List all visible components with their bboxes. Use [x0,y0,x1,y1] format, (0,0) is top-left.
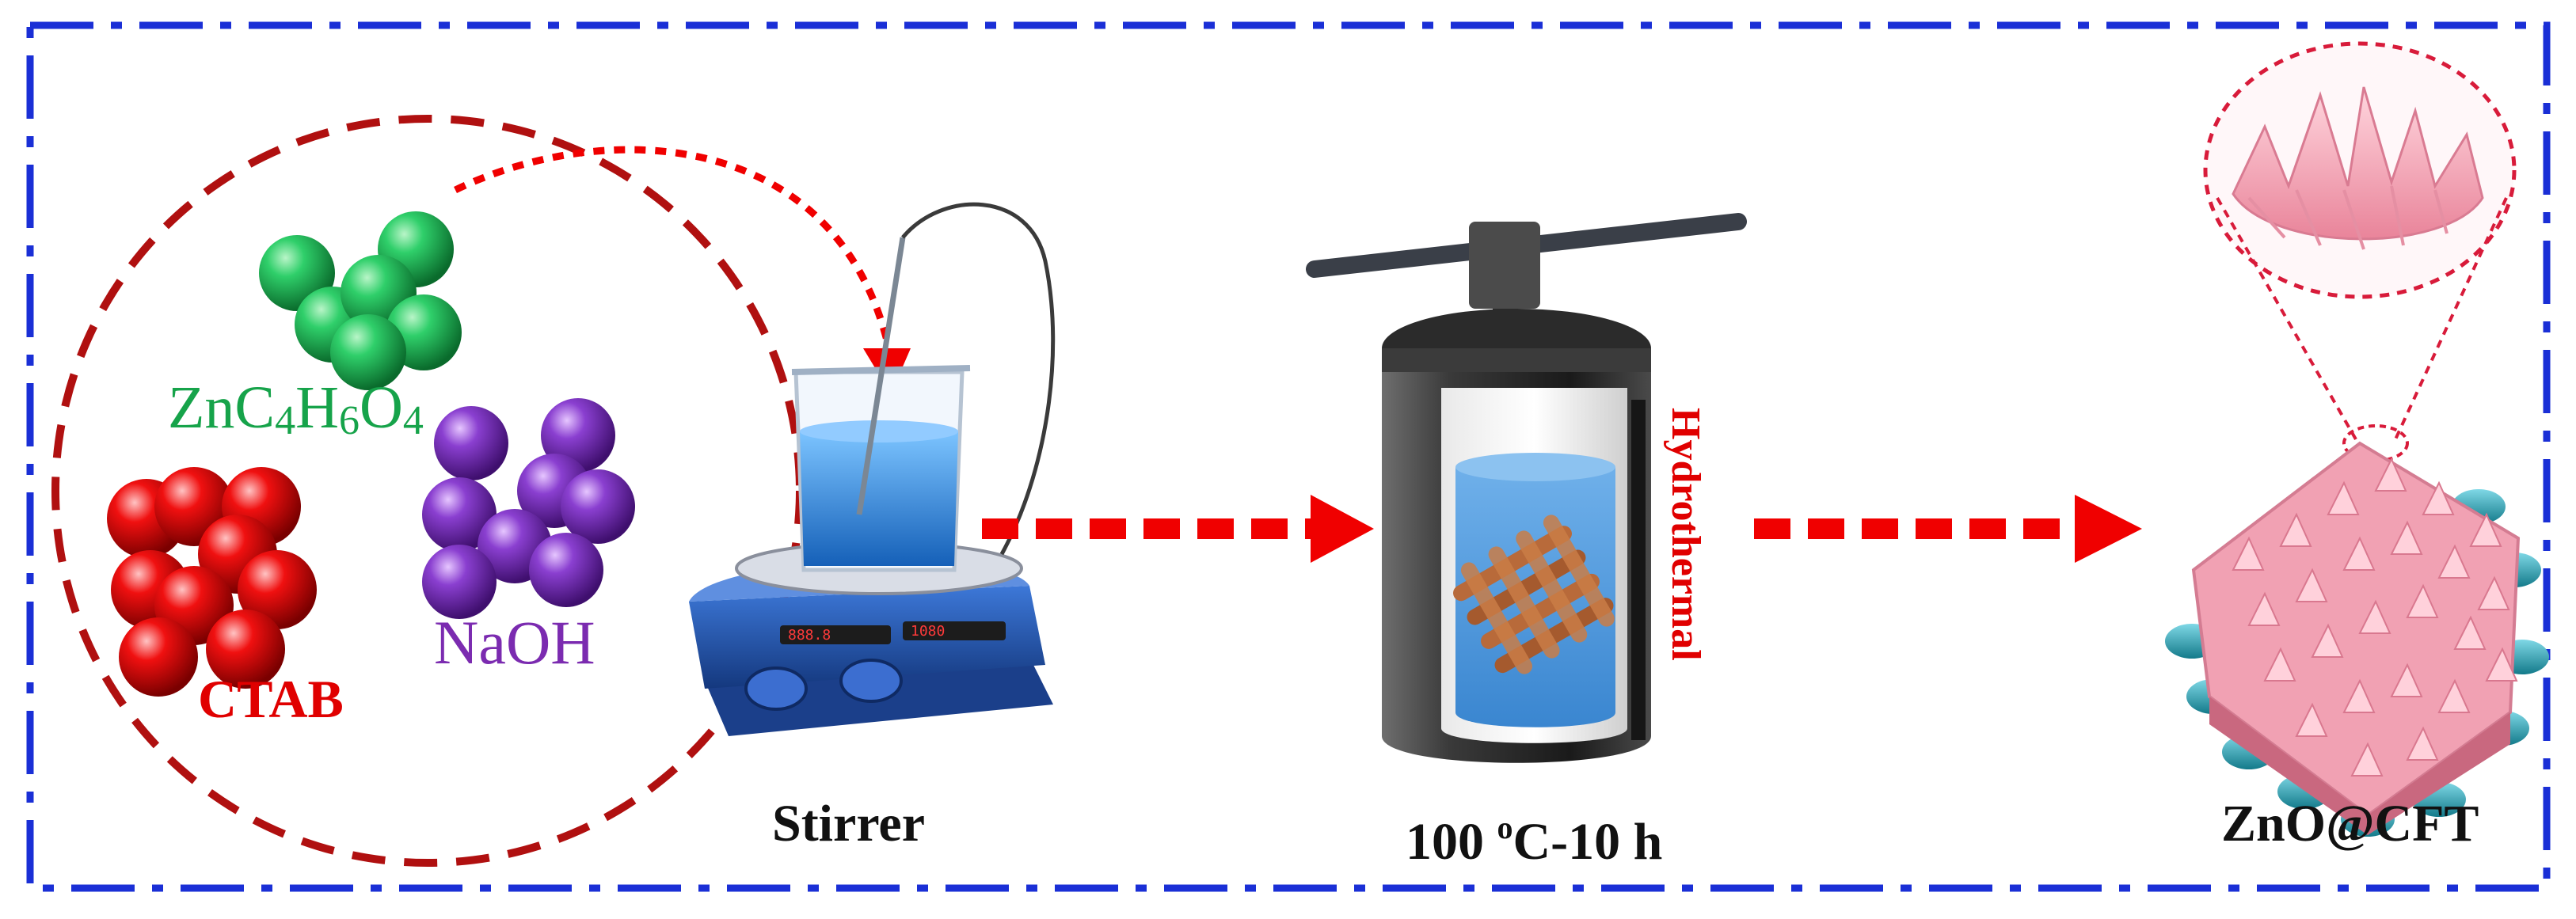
outer-frame [26,21,2551,892]
stirrer-label: Stirrer [772,795,925,853]
zinc-acetate-molecules [259,211,462,390]
pour-arrow [454,146,891,342]
zinc-acetate-label: ZnC4H6O4 [168,374,424,443]
zno-nanoflower-film [2165,441,2549,837]
condition-label: 100 oC-10 h [1406,810,1662,871]
process-arrow-2 [1754,495,2142,563]
autoclave [1306,213,1747,763]
hydrothermal-label: Hydrothermal [1663,408,1708,661]
naoh-molecules [422,398,635,619]
ctab-label: CTAB [198,669,344,729]
ctab-molecules [107,467,317,697]
product-label: ZnO@CFT [2221,795,2479,853]
naoh-label: NaOH [434,608,595,677]
magnetic-stirrer: 888.8 1080 [689,202,1056,736]
svg-text:888.8: 888.8 [788,627,831,644]
carbon-fiber-mesh [1453,515,1615,674]
process-arrow-1 [982,495,1374,563]
nanoflower-zoom [2203,41,2517,462]
svg-text:1080: 1080 [911,623,945,640]
